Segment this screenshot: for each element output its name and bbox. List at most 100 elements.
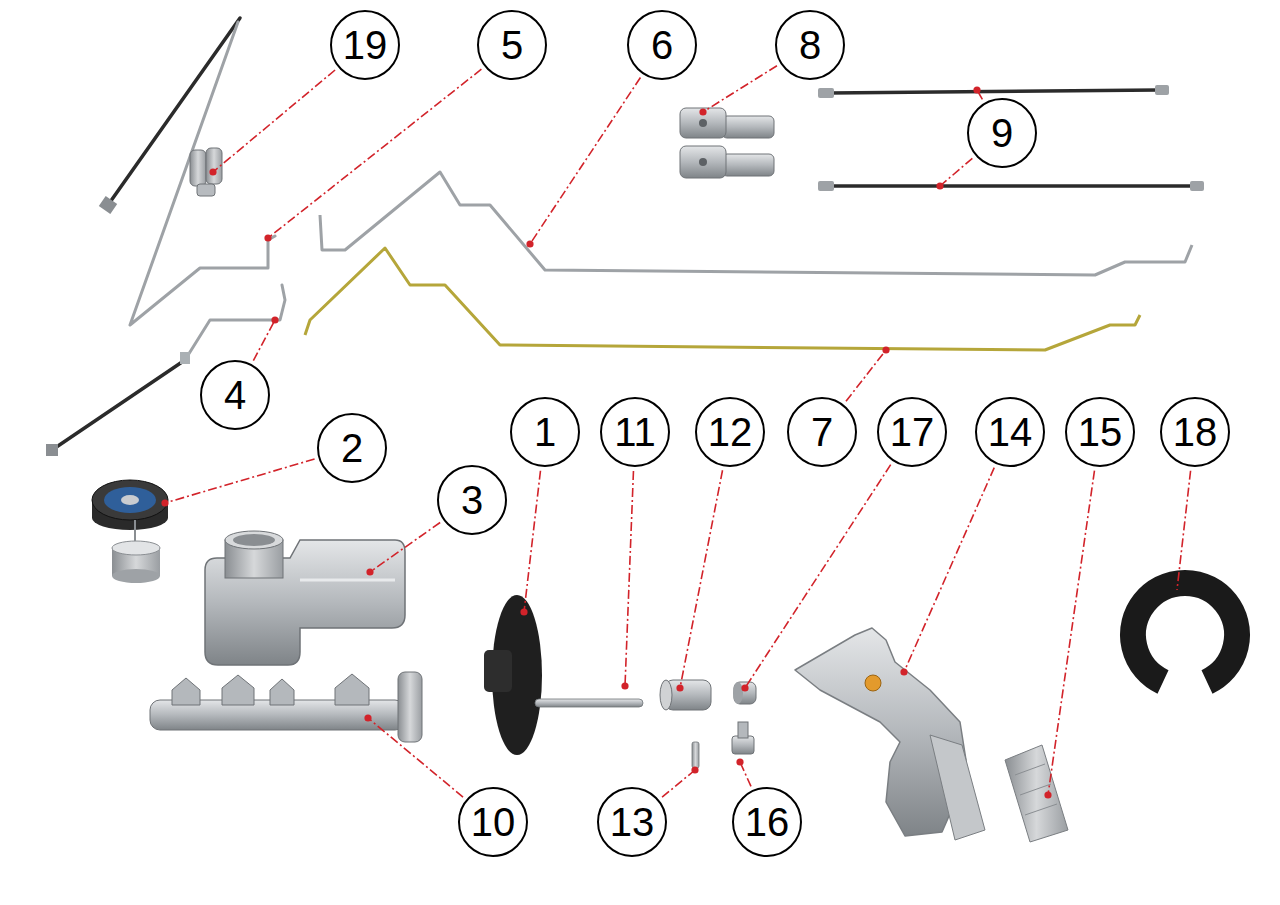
retaining-clip: [1133, 583, 1237, 682]
master-cylinder: [270, 679, 294, 705]
callout-number: 9: [991, 113, 1013, 153]
brake-hose: [818, 88, 834, 98]
fluid-reservoir: [225, 531, 283, 549]
fluid-reservoir: [205, 531, 405, 665]
fitting: [197, 184, 215, 196]
brake-hose: [832, 184, 1192, 188]
callout-circle: 5: [477, 10, 547, 80]
callout-number: 18: [1173, 412, 1218, 452]
leader-dot: [741, 684, 748, 691]
fitting: [206, 148, 222, 184]
callout-number: 7: [811, 412, 833, 452]
master-cylinder: [222, 675, 254, 705]
leader-line: [268, 69, 481, 238]
leader-dot: [526, 240, 533, 247]
callout-circle: 15: [1065, 397, 1135, 467]
pivot-bolt: [738, 722, 748, 738]
leader-line: [625, 471, 633, 686]
leader-dot: [676, 684, 683, 691]
fitting: [190, 148, 222, 196]
brake-pipe: [320, 172, 1192, 275]
leader-dot: [271, 316, 278, 323]
reservoir-cap: [112, 541, 160, 555]
leader-dot: [366, 568, 373, 575]
callout-circle: 6: [627, 10, 697, 80]
leader-line: [680, 470, 723, 688]
callout-number: 4: [224, 375, 246, 415]
leader-dot: [520, 608, 527, 615]
leader-line: [370, 522, 440, 572]
brake-hose: [1190, 181, 1204, 191]
master-cylinder: [398, 672, 422, 742]
seal-disc: [484, 650, 512, 692]
brake-pipe: [46, 18, 285, 456]
leader-line: [904, 468, 994, 672]
leader-dot: [691, 766, 698, 773]
brake-pipe: [108, 18, 240, 205]
pipe-connector: [680, 108, 726, 138]
callout-circle: 18: [1160, 397, 1230, 467]
leader-dot: [882, 346, 889, 353]
callout-circle: 19: [330, 10, 400, 80]
brake-pipe: [305, 248, 1140, 350]
reservoir-cap: [92, 480, 168, 583]
callout-number: 16: [745, 802, 790, 842]
callout-number: 15: [1078, 412, 1123, 452]
leader-dot: [264, 234, 271, 241]
leader-dot: [1044, 791, 1051, 798]
master-cylinder: [150, 672, 422, 742]
pedal-pad: [1005, 745, 1068, 842]
leader-dot: [973, 86, 980, 93]
leader-dot: [736, 758, 743, 765]
brake-hose: [1155, 85, 1169, 95]
brake-pipe: [99, 196, 117, 214]
push-rod: [535, 699, 643, 707]
leader-dot: [621, 682, 628, 689]
pedal-arm: [795, 628, 966, 836]
callout-number: 17: [890, 412, 935, 452]
brake-hose: [830, 90, 1158, 93]
pipe-connector: [699, 158, 707, 166]
pin: [692, 742, 699, 768]
leader-line: [940, 158, 972, 186]
callout-circle: 7: [787, 397, 857, 467]
callout-circle: 2: [317, 413, 387, 483]
pedal-arm: [865, 675, 881, 691]
push-rod: [535, 699, 643, 707]
pipe-connector: [699, 119, 707, 127]
pedal-arm: [930, 735, 985, 840]
leader-line: [740, 762, 751, 786]
callout-circle: 14: [975, 397, 1045, 467]
fluid-reservoir: [300, 579, 395, 582]
reservoir-cap: [121, 495, 139, 505]
callout-circle: 10: [458, 787, 528, 857]
pedal-pad: [1005, 745, 1068, 842]
reservoir-cap: [104, 487, 156, 513]
brake-pipe: [52, 360, 185, 450]
leader-line: [1177, 471, 1191, 590]
leader-dot: [900, 668, 907, 675]
callout-number: 14: [988, 412, 1033, 452]
callout-circle: 1: [510, 397, 580, 467]
pin: [692, 742, 699, 768]
pedal-arm: [795, 628, 985, 840]
leader-line: [368, 718, 463, 797]
leader-line: [253, 320, 275, 361]
callout-circle: 16: [732, 787, 802, 857]
leader-dot: [936, 182, 943, 189]
pipe-connector: [680, 108, 774, 178]
callout-number: 13: [610, 802, 655, 842]
leader-line: [745, 465, 891, 688]
clevis: [660, 680, 711, 710]
pipe-connector: [722, 154, 774, 176]
pivot-bolt: [732, 722, 754, 754]
clevis: [660, 680, 672, 710]
brake-pipe: [46, 444, 58, 456]
leader-line: [1048, 471, 1094, 795]
callout-circle: 4: [200, 360, 270, 430]
leader-lines: [161, 66, 1190, 799]
callout-number: 5: [501, 25, 523, 65]
pedal-pad: [1025, 804, 1057, 815]
fluid-reservoir: [205, 540, 405, 665]
leader-line: [213, 70, 335, 172]
